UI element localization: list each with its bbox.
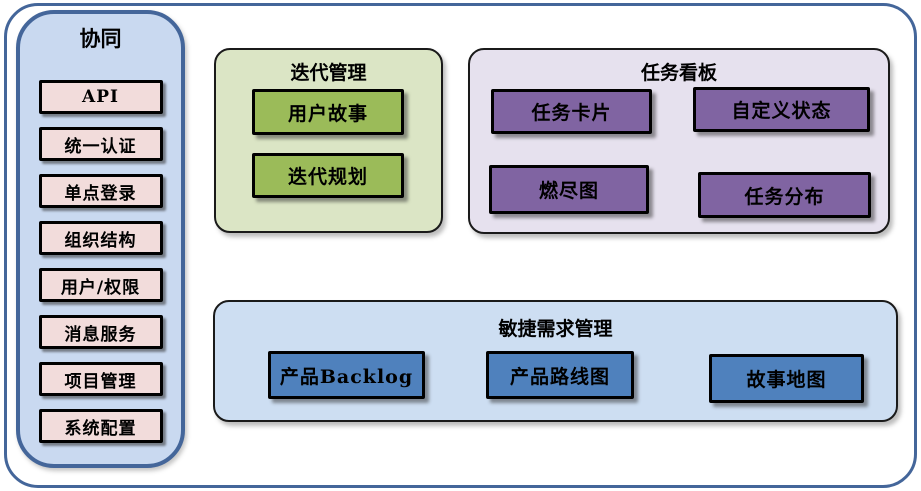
- feature-box-user-story: 用户故事: [252, 89, 404, 135]
- section-kanban-title: 任务看板: [640, 63, 717, 84]
- feature-box-custom-status: 自定义状态: [693, 87, 870, 132]
- feature-box-task-card: 任务卡片: [491, 89, 652, 134]
- feature-box-iteration-planning: 迭代规划: [252, 153, 404, 198]
- sidebar-item-project-management: 项目管理: [38, 362, 163, 396]
- section-agile-requirements: 敏捷需求管理 产品Backlog 产品路线图 故事地图: [213, 300, 898, 422]
- sidebar-item-message-service: 消息服务: [38, 315, 163, 349]
- sidebar-item-sso: 单点登录: [38, 174, 163, 208]
- sidebar-item-unified-auth: 统一认证: [38, 127, 163, 161]
- section-task-kanban: 任务看板 任务卡片 自定义状态 燃尽图 任务分布: [468, 48, 890, 234]
- section-iteration-title: 迭代管理: [290, 63, 367, 84]
- feature-box-product-backlog: 产品Backlog: [268, 351, 425, 399]
- sidebar-item-system-config: 系统配置: [38, 409, 163, 443]
- sidebar-item-org-structure: 组织结构: [38, 221, 163, 255]
- sidebar-item-api: API: [38, 80, 163, 114]
- feature-box-task-distribution: 任务分布: [698, 172, 871, 218]
- feature-box-burndown-chart: 燃尽图: [489, 165, 649, 214]
- sidebar-collaboration: 协同 API 统一认证 单点登录 组织结构 用户/权限 消息服务 项目管理 系统…: [16, 10, 185, 468]
- section-iteration-management: 迭代管理 用户故事 迭代规划: [214, 48, 443, 233]
- sidebar-title: 协同: [79, 28, 122, 51]
- section-agile-title: 敏捷需求管理: [498, 319, 613, 340]
- feature-box-story-map: 故事地图: [709, 354, 864, 403]
- feature-box-product-roadmap: 产品路线图: [486, 351, 634, 399]
- sidebar-item-user-permission: 用户/权限: [38, 268, 163, 302]
